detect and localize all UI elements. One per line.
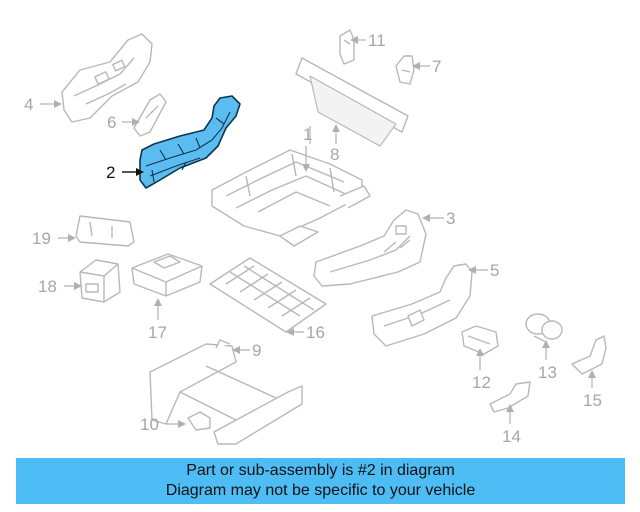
part-19-module bbox=[75, 215, 135, 247]
info-banner: Part or sub-assembly is #2 in diagram Di… bbox=[16, 458, 625, 504]
callout-1: 1 bbox=[303, 125, 312, 144]
callout-15: 15 bbox=[583, 391, 602, 410]
part-13-bushing bbox=[525, 313, 563, 343]
part-6-bracket bbox=[133, 93, 167, 137]
banner-line-2: Diagram may not be specific to your vehi… bbox=[165, 482, 476, 499]
part-15-strap bbox=[571, 335, 607, 375]
part-8-back-panel bbox=[295, 57, 409, 147]
callout-12: 12 bbox=[472, 373, 491, 392]
part-17-control-unit bbox=[131, 253, 203, 297]
callout-9: 9 bbox=[252, 341, 261, 360]
part-18-switch bbox=[79, 259, 121, 303]
part-12-connector bbox=[461, 325, 499, 355]
part-10-bracket bbox=[187, 411, 211, 431]
callout-13: 13 bbox=[538, 363, 557, 382]
banner-line-1: Part or sub-assembly is #2 in diagram bbox=[186, 462, 455, 479]
callout-7: 7 bbox=[432, 57, 441, 76]
callout-14: 14 bbox=[502, 427, 521, 446]
parts-diagram: 1 2 3 4 5 6 7 8 9 10 11 12 13 14 15 16 1… bbox=[24, 29, 607, 446]
callout-3: 3 bbox=[446, 209, 455, 228]
callout-6: 6 bbox=[107, 113, 116, 132]
callout-18: 18 bbox=[38, 277, 57, 296]
part-2-highlighted-trim bbox=[139, 95, 241, 189]
part-9-lower-frame bbox=[149, 339, 303, 445]
part-16-mat bbox=[209, 257, 327, 333]
callout-19: 19 bbox=[32, 229, 51, 248]
callout-10: 10 bbox=[140, 415, 159, 434]
part-4-side-trim bbox=[61, 33, 153, 123]
part-7-clip bbox=[395, 55, 415, 85]
callout-5: 5 bbox=[490, 261, 499, 280]
callout-17: 17 bbox=[148, 323, 167, 342]
part-1-seat-frame bbox=[211, 149, 371, 247]
part-3-side-shield bbox=[313, 209, 427, 287]
callout-2: 2 bbox=[106, 163, 115, 182]
callout-11: 11 bbox=[368, 31, 386, 50]
callout-8: 8 bbox=[330, 145, 339, 164]
callout-labels: 1 2 3 4 5 6 7 8 9 10 11 12 13 14 15 16 1… bbox=[24, 31, 602, 446]
part-11-clip bbox=[339, 29, 355, 65]
leader-lines bbox=[40, 36, 596, 428]
callout-4: 4 bbox=[24, 95, 33, 114]
callout-16: 16 bbox=[306, 323, 325, 342]
part-14-strap bbox=[489, 381, 531, 413]
part-5-lower-shield bbox=[371, 263, 473, 347]
